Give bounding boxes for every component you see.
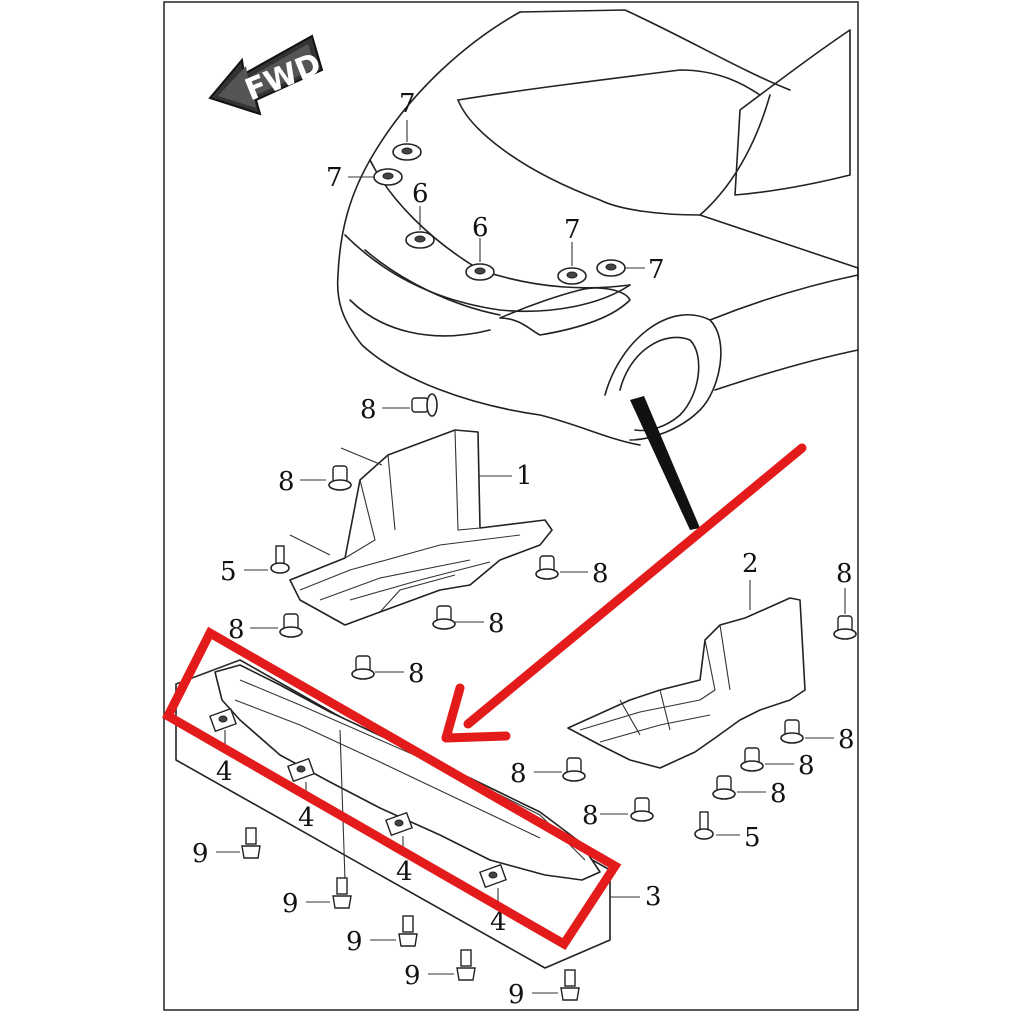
highlight-annotation — [162, 443, 807, 951]
callout-8e: 8 — [488, 609, 505, 639]
part-1-left-undercover — [289, 429, 553, 626]
bolt-9c-icon — [398, 915, 418, 947]
nut-4c-icon — [385, 811, 413, 837]
callout-6b: 6 — [472, 213, 489, 243]
clip-6a-icon — [405, 231, 435, 249]
callout-4a: 4 — [216, 757, 233, 787]
callout-5b: 5 — [744, 823, 761, 853]
screw-5b-icon — [694, 811, 714, 840]
clip-7d-icon — [596, 259, 626, 277]
diagram-frame — [163, 1, 859, 1011]
clip-7b-icon — [373, 168, 403, 186]
callout-9d: 9 — [404, 961, 421, 991]
callout-9e: 9 — [508, 980, 525, 1010]
clip-8e-icon — [432, 605, 456, 630]
callout-3: 3 — [645, 882, 662, 912]
clip-8i-icon — [740, 747, 764, 772]
clip-8h-icon — [780, 719, 804, 744]
callout-8a: 8 — [360, 395, 377, 425]
callout-8h: 8 — [838, 725, 855, 755]
bolt-9a-icon — [241, 827, 261, 859]
clip-8j-icon — [562, 757, 586, 782]
callout-9b: 9 — [282, 889, 299, 919]
clip-8c-icon — [535, 555, 559, 580]
clip-8a-icon — [411, 393, 438, 417]
callout-8b: 8 — [278, 467, 295, 497]
clip-8f-icon — [351, 655, 375, 680]
callout-2: 2 — [742, 549, 759, 579]
callout-7a: 7 — [399, 89, 416, 119]
clip-7a-icon — [392, 143, 422, 161]
callout-8g: 8 — [836, 559, 853, 589]
car-body-outline — [336, 9, 859, 446]
bolt-9b-icon — [332, 877, 352, 909]
callout-7d: 7 — [648, 255, 665, 285]
nut-4b-icon — [287, 757, 315, 783]
bolt-9d-icon — [456, 949, 476, 981]
nut-4a-icon — [209, 707, 237, 733]
callout-8f: 8 — [408, 659, 425, 689]
callout-8i: 8 — [798, 751, 815, 781]
clip-8d-icon — [279, 613, 303, 638]
callout-4b: 4 — [298, 803, 315, 833]
callout-7b: 7 — [326, 163, 343, 193]
fwd-arrow-icon: FWD — [208, 34, 326, 116]
callout-9a: 9 — [192, 839, 209, 869]
screw-5a-icon — [270, 545, 290, 574]
bolt-9e-icon — [560, 969, 580, 1001]
part-2-right-undercover — [567, 580, 806, 769]
callout-8d: 8 — [228, 615, 245, 645]
clip-group-hood — [348, 120, 645, 285]
callout-4d: 4 — [490, 907, 507, 937]
clip-8k-icon — [712, 775, 736, 800]
clip-6b-icon — [465, 263, 495, 281]
callout-8j: 8 — [510, 759, 527, 789]
highlight-box — [162, 626, 622, 951]
callout-8l: 8 — [582, 801, 599, 831]
callout-7c: 7 — [564, 215, 581, 245]
clip-8b-icon — [328, 465, 352, 491]
callout-8k: 8 — [770, 779, 787, 809]
callout-1: 1 — [516, 461, 533, 491]
leader-wedge-part-2 — [630, 396, 700, 530]
callout-9c: 9 — [346, 927, 363, 957]
clip-8l-icon — [630, 797, 654, 822]
clip-8g-icon — [833, 615, 857, 640]
callout-8c: 8 — [592, 559, 609, 589]
callout-6a: 6 — [412, 179, 429, 209]
clip-7c-icon — [557, 267, 587, 285]
highlight-arrow-shaft — [463, 443, 807, 729]
callout-4c: 4 — [396, 857, 413, 887]
highlight-arrow-head-icon — [441, 683, 511, 743]
callout-5a: 5 — [220, 557, 237, 587]
clip-8-leaders — [250, 407, 846, 815]
nut-4d-icon — [479, 863, 507, 889]
